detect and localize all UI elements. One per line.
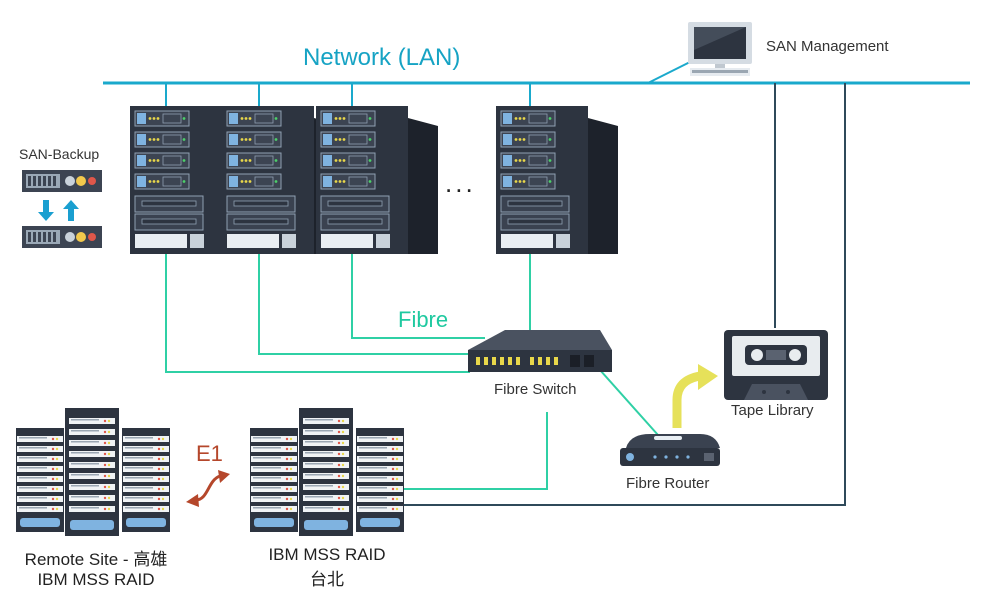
local-site-line1: IBM MSS RAID bbox=[268, 545, 386, 564]
fibre-line-1 bbox=[165, 248, 470, 373]
remote-site-line2: IBM MSS RAID bbox=[37, 570, 155, 589]
fibre-line-3 bbox=[351, 248, 485, 339]
san-management-label: SAN Management bbox=[766, 38, 889, 55]
tape-cassette-icon bbox=[724, 330, 828, 400]
san-backup-icon bbox=[22, 170, 102, 248]
local-site-line2: 台北 bbox=[310, 570, 344, 589]
fibre-router-icon bbox=[620, 434, 720, 466]
more-servers-ellipsis: ... bbox=[445, 168, 476, 198]
remote-raid-icon bbox=[16, 408, 170, 536]
e1-label: E1 bbox=[196, 441, 223, 466]
e1-link-arrow bbox=[186, 470, 230, 507]
lan-to-raid-line bbox=[400, 83, 846, 506]
rack-server-icon bbox=[316, 106, 438, 254]
fibre-switch-to-router bbox=[599, 369, 659, 436]
fibre-switch-label: Fibre Switch bbox=[494, 381, 577, 398]
remote-site-label: Remote Site - 高雄 IBM MSS RAID bbox=[8, 545, 184, 590]
fibre-line-2 bbox=[258, 248, 470, 355]
remote-site-line1: Remote Site - 高雄 bbox=[24, 550, 168, 569]
lan-mgmt-link bbox=[647, 61, 691, 84]
local-site-label: IBM MSS RAID 台北 bbox=[252, 545, 402, 590]
monitor-icon bbox=[688, 22, 752, 76]
rack-server-icon bbox=[496, 106, 618, 254]
network-lan-label: Network (LAN) bbox=[303, 44, 461, 71]
san-backup-label: SAN-Backup bbox=[19, 146, 100, 162]
fibre-router-label: Fibre Router bbox=[626, 475, 710, 492]
tape-library-label: Tape Library bbox=[731, 402, 814, 419]
fibre-switch-to-raid bbox=[400, 412, 548, 490]
local-raid-icon bbox=[250, 408, 404, 536]
fibre-label: Fibre bbox=[398, 307, 449, 332]
fibre-switch-icon bbox=[468, 330, 612, 372]
router-to-tape-arrow bbox=[672, 364, 718, 428]
